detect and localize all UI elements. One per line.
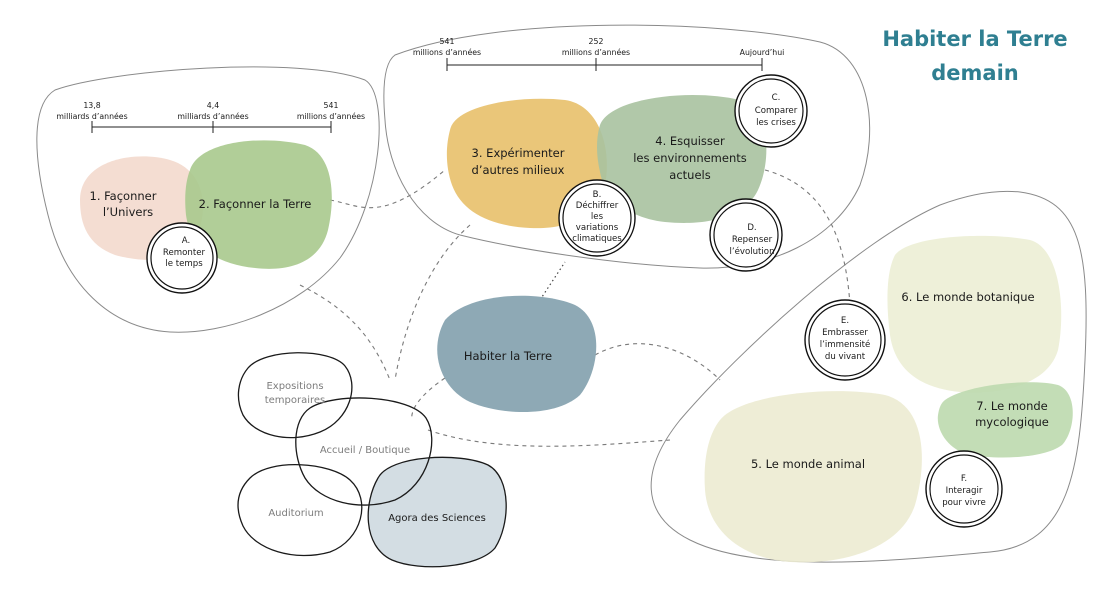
theme-4-line-1: 4. Esquisser [655, 134, 725, 148]
timeline-top-tick-2-value: 252 [589, 37, 604, 46]
connector-hub-living [594, 343, 721, 381]
connector-origins-environments [329, 169, 446, 209]
connector-environments-spaces [394, 224, 471, 381]
question-c-line-1: Comparer [755, 106, 798, 116]
question-e-letter: E. [841, 316, 849, 326]
question-b-line-3: variations [576, 223, 619, 233]
question-circle-c: C. Comparer les crises [734, 74, 808, 148]
theme-4-line-3: actuels [669, 168, 710, 182]
question-circle-e: E. Embrasser l’immensité du vivant [804, 299, 886, 381]
question-a-line-2: le temps [165, 259, 203, 269]
theme-4-line-2: les environnements [633, 151, 747, 165]
theme-2-line-1: 2. Façonner la Terre [199, 197, 312, 211]
question-f-letter: F. [961, 474, 967, 484]
timeline-left-tick-1-value: 13,8 [83, 101, 100, 110]
title-line-2: demain [931, 61, 1018, 85]
connector-origins-spaces [299, 284, 391, 381]
timeline-top: 541 millions d’années 252 millions d’ann… [413, 37, 784, 71]
theme-label-experimenter-milieux: 3. Expérimenter d’autres milieux [472, 146, 565, 177]
theme-7-line-1: 7. Le monde [976, 399, 1047, 413]
zone-left-origins [36, 66, 380, 333]
theme-blob-faconner-terre [185, 140, 332, 269]
timeline-left-tick-2-unit: milliards d’années [177, 112, 248, 121]
space-expositions-line-1: Expositions [266, 381, 323, 392]
hub-habiter-la-terre [437, 295, 597, 413]
question-a-line-1: Remonter [163, 248, 206, 258]
space-agora-outline [367, 456, 507, 568]
theme-label-monde-animal: 5. Le monde animal [751, 457, 865, 471]
theme-label-monde-botanique: 6. Le monde botanique [901, 290, 1034, 304]
question-e-line-2: l’immensité [820, 339, 871, 350]
question-d-line-2: l’évolution [729, 246, 774, 257]
theme-1-line-2: l’Univers [103, 205, 153, 219]
question-c-letter: C. [772, 93, 781, 103]
question-b-line-1: Déchiffrer [576, 200, 619, 211]
timeline-left-tick-3-unit: millions d’années [297, 112, 365, 121]
timeline-left-tick-1-unit: milliards d’années [56, 112, 127, 121]
space-accueil-boutique [295, 397, 433, 506]
theme-label-esquisser-environnements: 4. Esquisser les environnements actuels [633, 134, 747, 182]
question-d-line-1: Repenser [732, 235, 773, 245]
connector-hub-accueil [411, 377, 446, 421]
question-f-line-1: Interagir [946, 486, 983, 496]
theme-7-line-2: mycologique [975, 415, 1049, 429]
timeline-left-tick-3-value: 541 [324, 101, 339, 110]
timeline-left: 13,8 milliards d’années 4,4 milliards d’… [56, 101, 365, 133]
question-b-line-4: climatiques [572, 234, 622, 244]
theme-blob-esquisser-environnements [597, 94, 767, 223]
space-expositions-line-2: temporaires [265, 395, 326, 406]
connector-accueil-living [427, 429, 671, 447]
theme-blob-monde-botanique [887, 235, 1062, 393]
theme-5-line-1: 5. Le monde animal [751, 457, 865, 471]
question-circle-b: B. Déchiffrer les variations climatiques [558, 179, 636, 257]
theme-blob-monde-mycologique [937, 382, 1073, 458]
theme-label-faconner-univers: 1. Façonner l’Univers [90, 189, 157, 219]
question-f-line-2: pour vivre [942, 498, 986, 508]
space-auditorium-label: Auditorium [268, 508, 323, 519]
theme-6-line-1: 6. Le monde botanique [901, 290, 1034, 304]
question-b-letter: B. [593, 190, 602, 200]
question-b-line-2: les [591, 212, 604, 222]
theme-1-line-1: 1. Façonner [90, 189, 157, 203]
theme-label-faconner-terre: 2. Façonner la Terre [199, 197, 312, 211]
space-expositions-temporaires [237, 352, 353, 439]
question-e-line-1: Embrasser [822, 328, 868, 338]
space-accueil-label: Accueil / Boutique [320, 445, 410, 456]
question-circle-a: A. Remonter le temps [146, 222, 218, 294]
question-c-line-2: les crises [756, 118, 796, 128]
timeline-left-tick-2-value: 4,4 [207, 101, 219, 110]
theme-3-line-2: d’autres milieux [472, 163, 565, 177]
hub-label: Habiter la Terre [464, 349, 552, 363]
question-d-letter: D. [747, 223, 756, 233]
theme-label-monde-mycologique: 7. Le monde mycologique [975, 399, 1049, 429]
title-line-1: Habiter la Terre [882, 27, 1067, 51]
zone-right-living-world [650, 190, 1087, 563]
question-e-line-3: du vivant [825, 352, 866, 362]
space-auditorium [237, 464, 363, 557]
space-agora-des-sciences [368, 457, 507, 567]
theme-3-line-1: 3. Expérimenter [472, 146, 565, 160]
question-a-letter: A. [182, 236, 190, 246]
timeline-top-tick-2-unit: millions d’années [562, 48, 630, 57]
timeline-top-tick-1-unit: millions d’années [413, 48, 481, 57]
connector-hub-climate [539, 261, 566, 301]
connector-environments-living [764, 169, 851, 306]
question-circle-f: F. Interagir pour vivre [925, 450, 1003, 528]
space-agora-label: Agora des Sciences [388, 513, 486, 524]
timeline-top-tick-3-unit: Aujourd’hui [740, 48, 785, 57]
question-circle-d: D. Repenser l’évolution [709, 198, 783, 272]
theme-blob-monde-animal [704, 391, 922, 563]
timeline-top-tick-1-value: 541 [440, 37, 455, 46]
